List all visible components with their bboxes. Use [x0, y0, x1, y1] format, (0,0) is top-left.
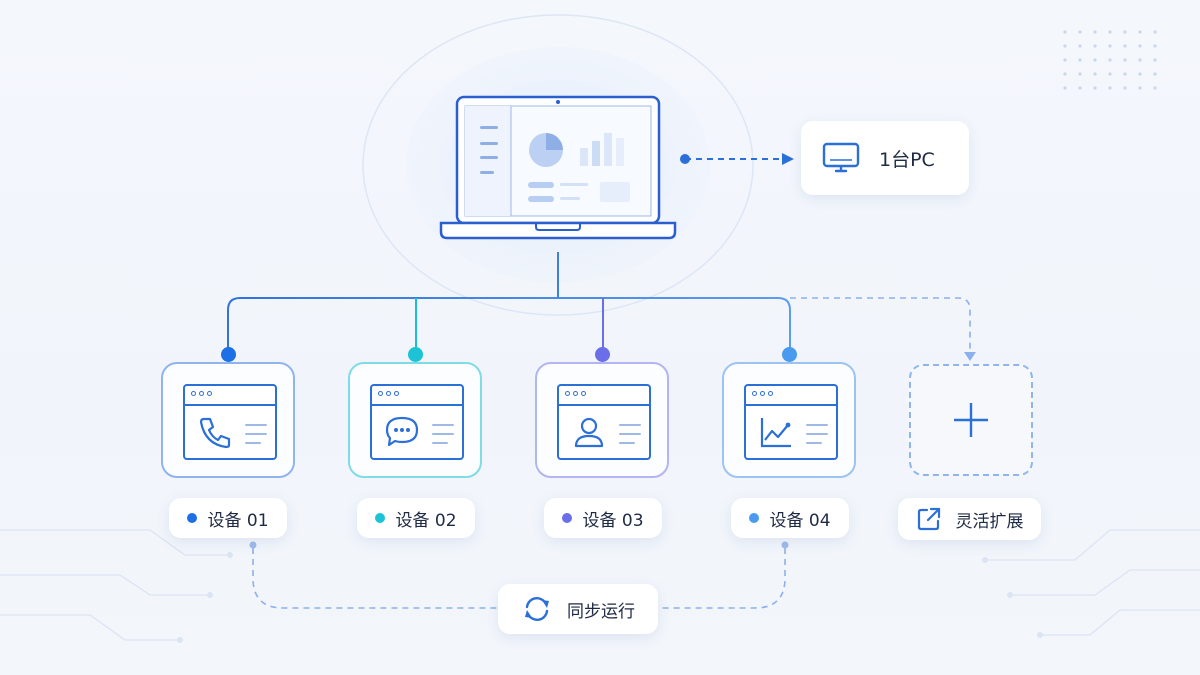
user-icon — [574, 417, 604, 448]
phone-icon — [199, 417, 231, 449]
monitor-icon — [822, 142, 860, 173]
device-04-label-pill: 设备 04 — [731, 498, 849, 538]
device-04-card[interactable] — [722, 362, 856, 478]
pc-count-label: 1台PC — [879, 148, 935, 171]
laptop-illustration — [439, 95, 677, 240]
device-window — [183, 384, 277, 460]
external-link-icon — [917, 507, 940, 531]
sync-run-pill: 同步运行 — [498, 584, 658, 634]
plus-icon — [954, 403, 988, 437]
add-device-slot[interactable] — [909, 364, 1033, 476]
device-01-connector-dot — [221, 347, 236, 362]
device-01-label: 设备 01 — [207, 510, 269, 531]
pc-count-box: 1台PC — [801, 121, 969, 195]
sync-icon — [525, 597, 549, 621]
device-02-card[interactable] — [348, 362, 482, 478]
chat-icon — [385, 416, 419, 447]
flexible-expand-label: 灵活扩展 — [955, 511, 1024, 532]
status-dot — [375, 513, 386, 523]
device-window — [370, 384, 464, 460]
status-dot — [562, 513, 573, 523]
device-window — [557, 384, 651, 460]
device-03-label: 设备 03 — [582, 510, 644, 531]
device-01-card[interactable] — [161, 362, 295, 478]
device-01-label-pill: 设备 01 — [169, 498, 287, 538]
device-02-label-pill: 设备 02 — [357, 498, 475, 538]
device-03-card[interactable] — [535, 362, 669, 478]
device-04-connector-dot — [782, 347, 797, 362]
device-04-label: 设备 04 — [769, 510, 831, 531]
device-03-connector-dot — [595, 347, 610, 362]
status-dot — [749, 513, 760, 523]
device-02-connector-dot — [408, 347, 423, 362]
sync-run-label: 同步运行 — [567, 601, 635, 622]
device-02-label: 设备 02 — [395, 510, 457, 531]
device-window — [744, 384, 838, 460]
flexible-expand-pill[interactable]: 灵活扩展 — [898, 498, 1041, 540]
device-03-label-pill: 设备 03 — [544, 498, 662, 538]
trend-chart-icon — [760, 418, 791, 448]
status-dot — [187, 513, 198, 523]
